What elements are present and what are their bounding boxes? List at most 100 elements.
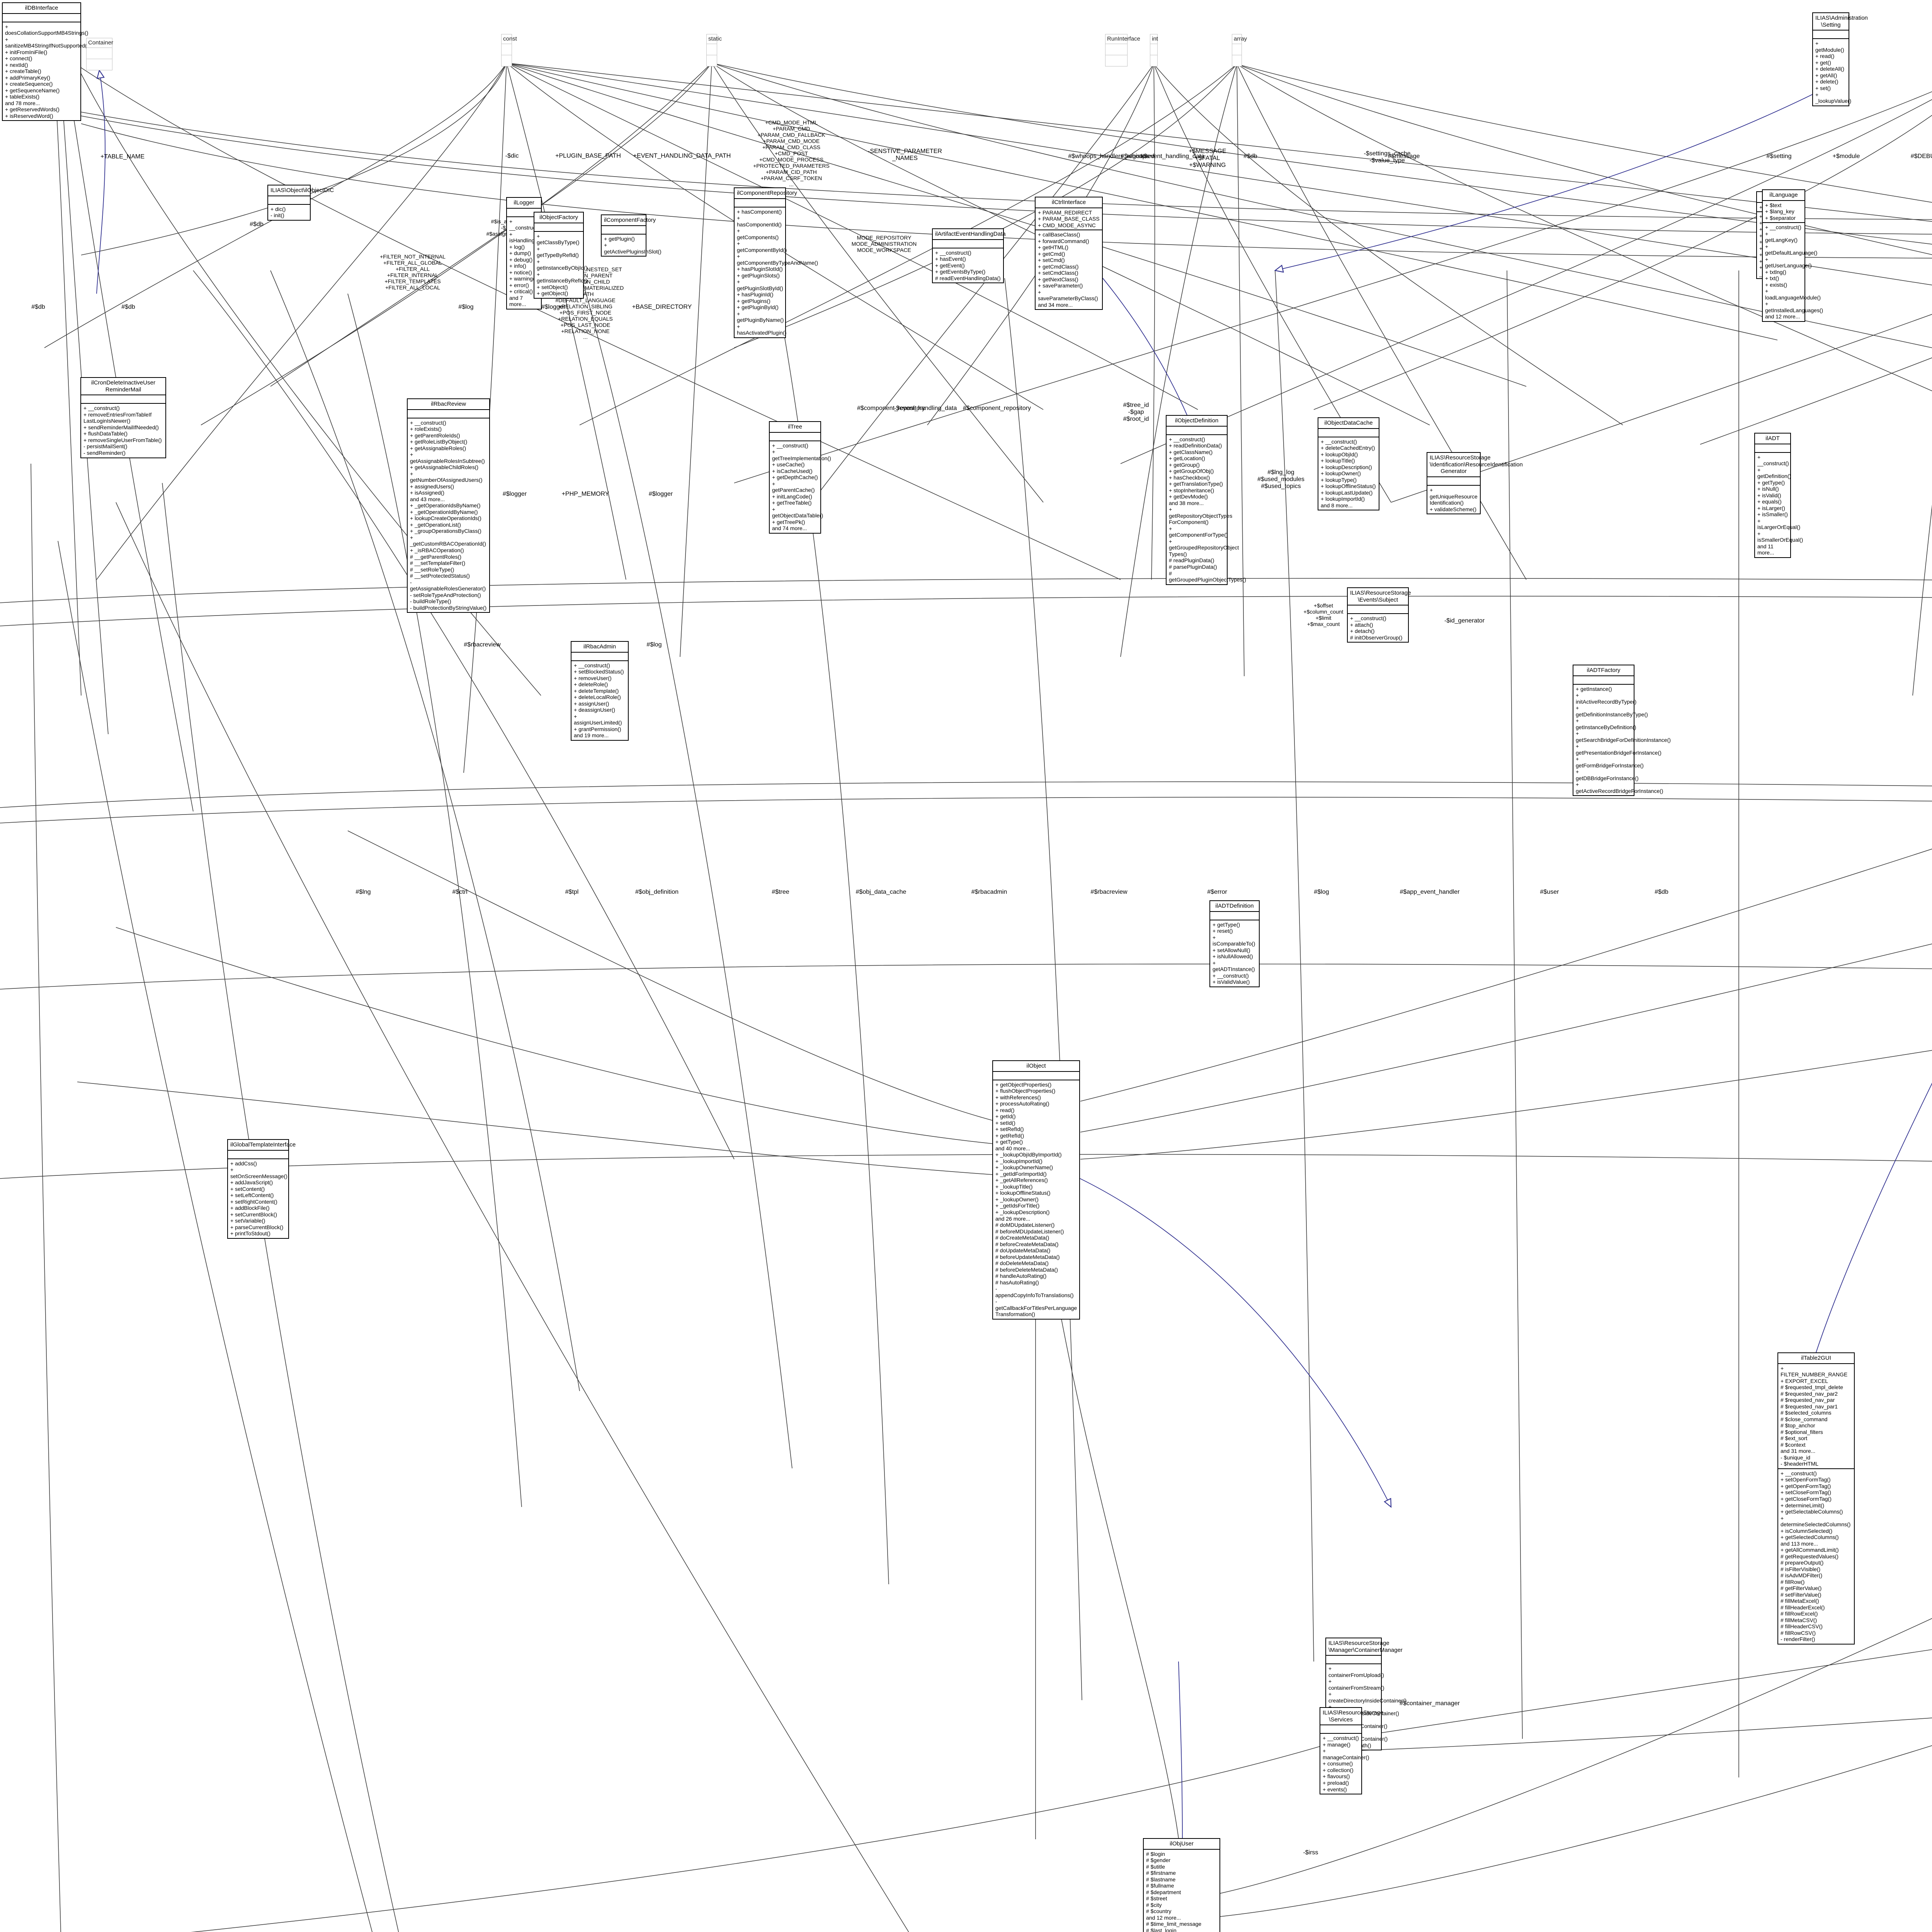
- uml-class-ilobjectdatacache[interactable]: ilObjectDataCache+ __construct() + delet…: [1318, 417, 1379, 511]
- edge-label: -$id_generator: [1444, 617, 1485, 624]
- class-attributes: [602, 226, 646, 235]
- class-operations: + callBaseClass() + forwardCommand() + g…: [1038, 231, 1098, 308]
- edge-label: -$event_handling_data: [894, 405, 957, 412]
- class-operations: + __construct() + getLangKey() + getDefa…: [1765, 224, 1823, 320]
- edge-label: #$log: [646, 641, 662, 648]
- edge-label: #$setting: [1766, 153, 1792, 160]
- class-operations: + __construct() + setOpenFormTag() + get…: [1781, 1470, 1851, 1643]
- class-operations: + addCss() + setOnScreenMessage() + addJ…: [230, 1160, 287, 1237]
- class-attributes: [735, 199, 785, 207]
- uml-class-ilobjectdefinition[interactable]: ilObjectDefinition + __construct() + read…: [1166, 415, 1246, 585]
- uml-class-container[interactable]: Container: [86, 38, 113, 70]
- class-attributes: [228, 1151, 288, 1159]
- class-title: ilRbacReview: [408, 399, 489, 410]
- uml-class-static[interactable]: static: [706, 34, 722, 66]
- edge-label: #$error: [1207, 889, 1227, 895]
- class-title: ilADT: [1755, 434, 1790, 444]
- class-operations: + __construct() + getDefinition() + getT…: [1757, 454, 1803, 556]
- class-attributes: [1150, 44, 1157, 55]
- edge-label: #$log: [1314, 889, 1329, 895]
- uml-class-int[interactable]: int: [1150, 34, 1158, 66]
- edge-label: #$log: [458, 304, 474, 310]
- uml-class-iladt[interactable]: ilADT + __construct() + getDefinition() +…: [1754, 433, 1803, 558]
- class-attributes: [87, 48, 112, 59]
- uml-class-ilobject[interactable]: ilObject+ getObjectProperties() + flushO…: [992, 1060, 1080, 1320]
- edge-label: +PLUGIN_BASE_PATH: [555, 153, 621, 159]
- class-operations: [502, 55, 512, 66]
- uml-class-runinterface[interactable]: RunInterface: [1105, 34, 1140, 66]
- uml-class-ilobjectfactory[interactable]: ilObjectFactory+ getClassByType() + getT…: [534, 212, 588, 299]
- class-attributes: + $text + $lang_key + $separator: [1763, 201, 1804, 223]
- class-operations: + getType() + reset() + isComparableTo()…: [1213, 921, 1255, 985]
- uml-class-illanguage[interactable]: ilLanguage+ $text + $lang_key + $separat…: [1762, 189, 1823, 322]
- class-operations: + doesCollationSupportMB4Strings() + san…: [5, 23, 89, 119]
- class-attributes: [81, 395, 165, 404]
- edge-label: #$ctrl: [452, 889, 468, 895]
- class-operations: + __construct() + hasEvent() + getEvent(…: [935, 249, 1001, 281]
- uml-class-ilartifacteventhandlingdata[interactable]: ilArtifactEventHandlingData + __construct…: [932, 228, 1006, 284]
- class-attributes: [933, 240, 1003, 248]
- uml-class-ilias-resourcestorage-identification[interactable]: ILIAS\ResourceStorage \Identification\Re…: [1427, 452, 1523, 515]
- usage-edges: [0, 63, 1932, 1932]
- class-title: ilObjectFactory: [534, 213, 583, 223]
- uml-class-ilcomponentfactory[interactable]: ilComponentFactory+ getPlugin() + getAct…: [601, 214, 662, 257]
- class-title: ilObjUser: [1144, 1839, 1219, 1850]
- class-attributes: [1427, 477, 1480, 486]
- class-title: ilArtifactEventHandlingData: [933, 229, 1006, 240]
- uml-class-iltree[interactable]: ilTree + __construct() + getTreeImplement…: [769, 421, 831, 534]
- class-title: ILIAS\ResourceStorage \Manager\Container…: [1326, 1638, 1403, 1656]
- class-attributes: [993, 1072, 1079, 1080]
- uml-class-ilcrondeleteinactiveuserremindermail[interactable]: ilCronDeleteInactiveUser ReminderMail+ _…: [80, 377, 166, 458]
- edge-label: #$logger: [502, 491, 527, 497]
- inheritance-edges: [96, 69, 1932, 1838]
- edge-label: +$offset +$column_count +$limit +$max_co…: [1303, 602, 1344, 627]
- class-operations: + getPlugin() + getActivePluginsInSlot(): [604, 235, 662, 255]
- uml-class-ilias-administration-setting[interactable]: ILIAS\Administration \Setting+ getModule…: [1812, 12, 1868, 106]
- class-attributes: [1167, 427, 1227, 435]
- class-attributes: [502, 44, 512, 55]
- uml-class-ilglobaltemplateinterface[interactable]: ilGlobalTemplateInterface+ addCss() + se…: [227, 1139, 296, 1239]
- class-title: int: [1150, 34, 1158, 44]
- class-title: ILIAS\ResourceStorage \Events\Subject: [1348, 588, 1411, 606]
- uml-class-ildbinterface[interactable]: ilDBInterface+ doesCollationSupportMB4St…: [2, 2, 89, 121]
- class-operations: + __construct() + readDefinitionData() +…: [1169, 436, 1246, 583]
- uml-class-ilctrlinterface[interactable]: ilCtrlInterface+ PARAM_REDIRECT + PARAM_…: [1035, 197, 1103, 310]
- uml-class-ilias-object-ilobjectdic[interactable]: ILIAS\Object\ilObjectDIC+ dic() - init(): [267, 185, 334, 221]
- uml-class-ilrbacreview[interactable]: ilRbacReview+ __construct() + roleExists…: [407, 398, 490, 613]
- class-title: ilTree: [770, 422, 820, 433]
- class-operations: + __construct() + attach() + detach() # …: [1350, 615, 1403, 641]
- class-title: ilCronDeleteInactiveUser ReminderMail: [81, 378, 165, 396]
- class-operations: + __construct() + getTreeImplementation(…: [772, 442, 831, 532]
- class-title: ILIAS\ResourceStorage \Identification\Re…: [1427, 453, 1523, 478]
- class-title: ilADTDefinition: [1210, 901, 1259, 912]
- class-attributes: [534, 223, 583, 232]
- uml-class-const[interactable]: const: [501, 34, 517, 66]
- class-attributes: [268, 196, 310, 205]
- edge-label: #$lng: [355, 889, 371, 895]
- edge-label: +PHP_MEMORY: [561, 491, 609, 497]
- uml-class-ilrbacadmin[interactable]: ilRbacAdmin+ __construct() + setBlockedS…: [571, 641, 629, 741]
- class-operations: + __construct() + manage() + manageConta…: [1323, 1735, 1369, 1793]
- uml-class-ilias-resourcestorage-services[interactable]: ILIAS\ResourceStorage \Services+ __const…: [1320, 1707, 1384, 1795]
- class-title: array: [1232, 34, 1247, 44]
- class-attributes: [408, 410, 489, 418]
- edge-label: +BASE_DIRECTORY: [632, 304, 692, 310]
- uml-class-ilobjuser[interactable]: ilObjUser# $login # $gender # $utitle # …: [1143, 1838, 1220, 1932]
- edge-label: +EVENT_HANDLING_DATA_PATH: [633, 153, 731, 159]
- class-operations: + getModule() + read() + get() + deleteA…: [1815, 40, 1852, 104]
- uml-class-iladtfactory[interactable]: ilADTFactory+ getInstance() + initActive…: [1573, 665, 1671, 796]
- edge-label: +CMD_MODE_HTML +PARAM_CMD +PARAM_CMD_FAL…: [753, 119, 830, 187]
- class-attributes: # $login # $gender # $utitle # $firstnam…: [1144, 1850, 1219, 1932]
- uml-class-ilcomponentrepository[interactable]: ilComponentRepository+ hasComponent() + …: [734, 187, 818, 338]
- class-title: const: [502, 34, 517, 44]
- class-operations: [87, 59, 112, 70]
- class-operations: [1105, 55, 1127, 66]
- uml-class-iltable2gui[interactable]: ilTable2GUI+ FILTER_NUMBER_RANGE + EXPOR…: [1777, 1352, 1855, 1645]
- uml-class-array[interactable]: array: [1232, 34, 1247, 66]
- uml-class-iladtdefinition[interactable]: ilADTDefinition + getType() + reset() + i…: [1209, 900, 1260, 987]
- edge-label: #$user: [1540, 889, 1559, 895]
- class-title: ilADTFactory: [1573, 665, 1634, 676]
- class-title: ilObjectDefinition: [1167, 416, 1227, 427]
- uml-class-ilias-resourcestorage-events-subject[interactable]: ILIAS\ResourceStorage \Events\Subject + _…: [1347, 587, 1411, 643]
